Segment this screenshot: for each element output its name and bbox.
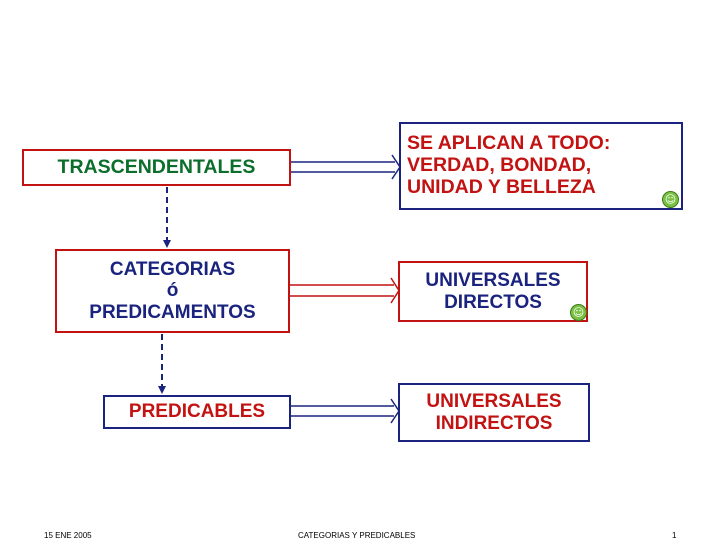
footer-title: CATEGORIAS Y PREDICABLES <box>298 531 416 540</box>
box-text-line: UNIDAD Y BELLEZA <box>407 175 596 198</box>
double-arrow-predicables <box>291 398 400 424</box>
box-text-line: UNIVERSALES <box>425 270 561 292</box>
box-text-line: SE APLICAN A TODO: <box>407 132 611 155</box>
box-universales-directos: UNIVERSALES DIRECTOS <box>398 261 588 322</box>
box-text-line: ó <box>166 280 179 302</box>
smiley-face-icon[interactable]: ☺ <box>662 191 679 208</box>
box-predicables: PREDICABLES <box>103 395 291 429</box>
dashed-arrow-categorias-to-predicables <box>158 334 166 394</box>
box-text-line: PREDICABLES <box>128 401 266 423</box>
double-arrow-categorias <box>290 277 400 304</box>
box-text-line: PREDICAMENTOS <box>89 301 256 323</box>
box-universales-indirectos: UNIVERSALES INDIRECTOS <box>398 383 590 442</box>
box-text-line: CATEGORIAS <box>109 259 236 281</box>
box-categorias: CATEGORIAS ó PREDICAMENTOS <box>55 249 290 333</box>
box-text-line: VERDAD, BONDAD, <box>407 154 592 177</box>
box-text-line: INDIRECTOS <box>435 412 553 434</box>
box-text-line: UNIVERSALES <box>426 391 562 413</box>
box-text-line: TRASCENDENTALES <box>57 155 256 178</box>
box-text-line: DIRECTOS <box>444 291 542 313</box>
smiley-face-icon[interactable]: ☺ <box>570 304 587 321</box>
box-se-aplican: SE APLICAN A TODO: VERDAD, BONDAD, UNIDA… <box>399 122 683 210</box>
footer-date: 15 ENE 2005 <box>44 531 92 540</box>
dashed-arrow-trascendentales-to-categorias <box>163 187 171 248</box>
footer-page-number: 1 <box>672 531 677 540</box>
double-arrow-trascendentales <box>291 154 401 180</box>
box-trascendentales: TRASCENDENTALES <box>22 149 291 186</box>
